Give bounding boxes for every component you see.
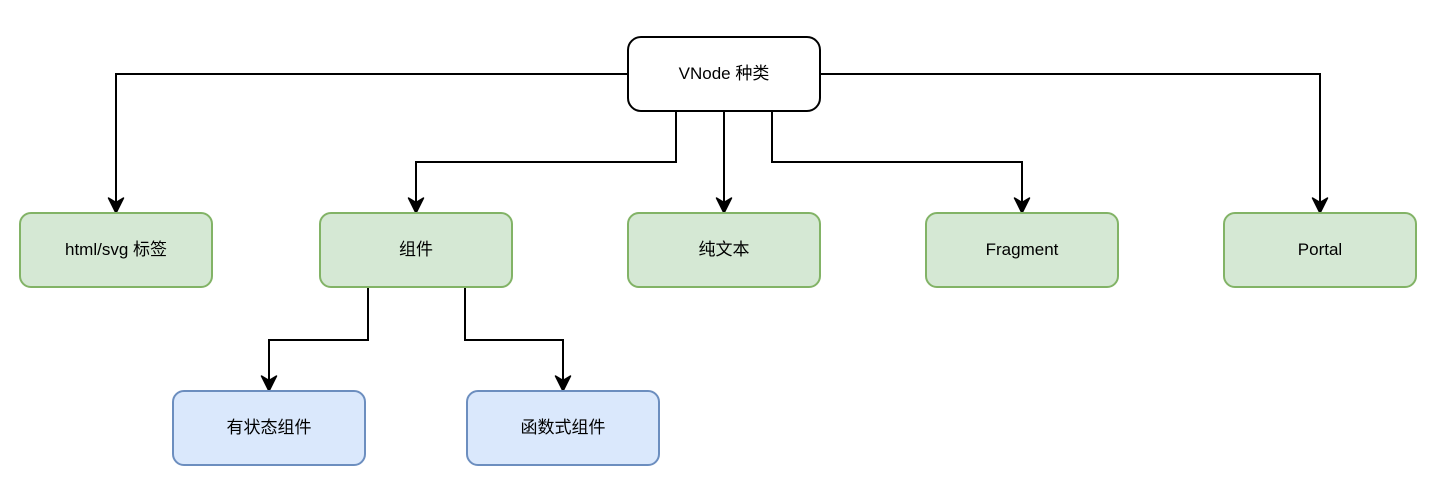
- node-portal: Portal: [1223, 212, 1417, 288]
- node-html-svg-tag: html/svg 标签: [19, 212, 213, 288]
- node-fragment: Fragment: [925, 212, 1119, 288]
- edge-root-to-component: [407, 112, 677, 214]
- edge-component-to-functional: [464, 288, 572, 392]
- edge-root-to-portal: [821, 73, 1329, 214]
- edge-component-to-stateful: [260, 288, 369, 392]
- edge-root-to-html-svg: [107, 73, 627, 214]
- node-functional-component: 函数式组件: [466, 390, 660, 466]
- node-vnode-types: VNode 种类: [627, 36, 821, 112]
- node-plain-text: 纯文本: [627, 212, 821, 288]
- node-stateful-component: 有状态组件: [172, 390, 366, 466]
- edge-root-to-fragment: [771, 112, 1031, 214]
- node-component: 组件: [319, 212, 513, 288]
